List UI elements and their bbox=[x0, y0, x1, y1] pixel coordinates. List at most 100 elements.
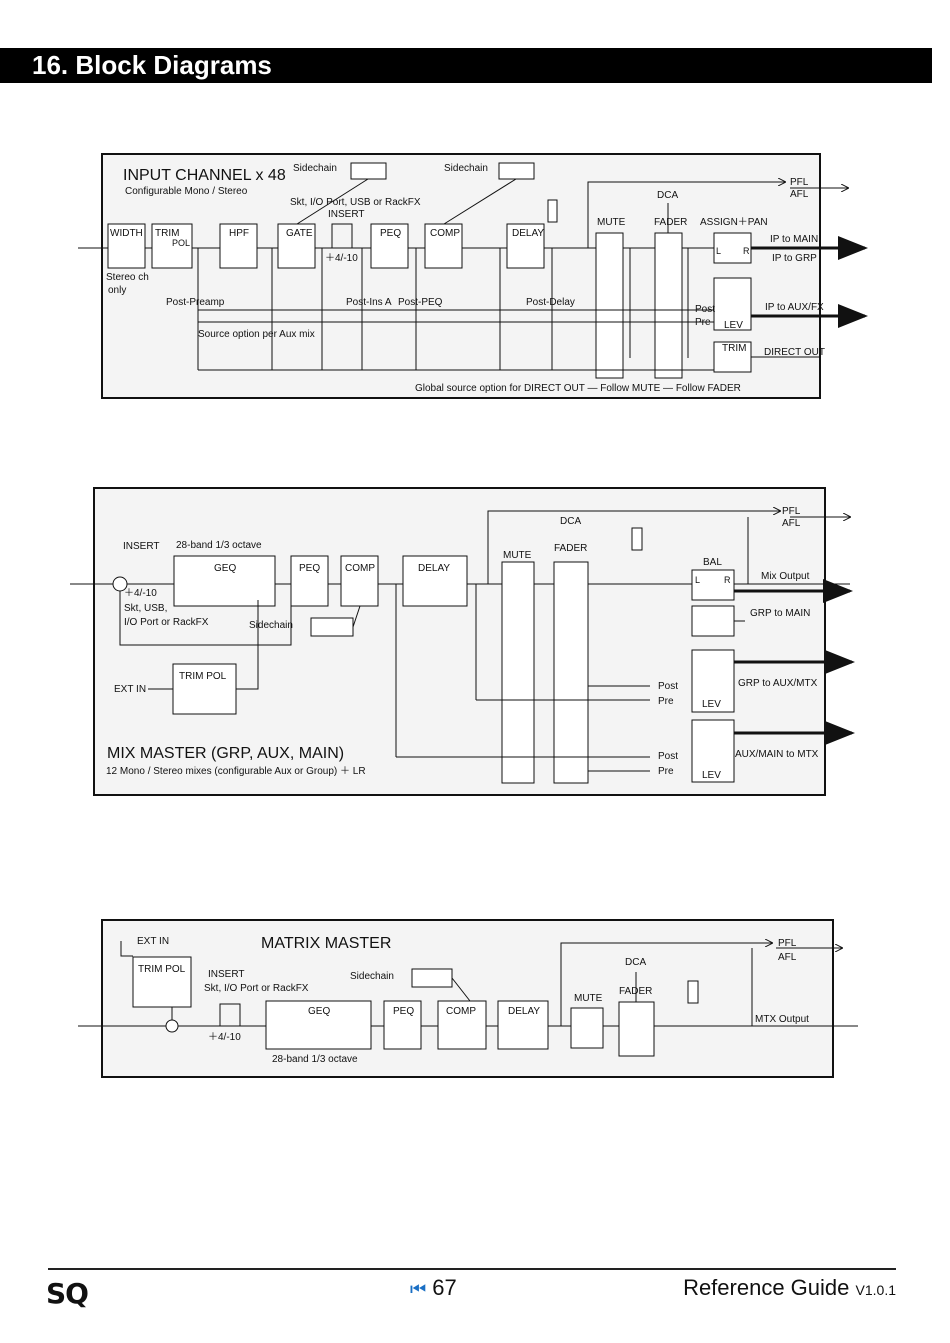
matrix-afl-label: AFL bbox=[778, 952, 797, 963]
mix-master-subtitle: 12 Mono / Stereo mixes (configurable Aux… bbox=[106, 766, 366, 777]
back-arrow-icon[interactable]: ⏮ bbox=[410, 1279, 427, 1299]
mix-dca-label: DCA bbox=[560, 516, 581, 527]
assign-pan-label: ASSIGN＋PAN bbox=[700, 217, 768, 228]
comp-label: COMP bbox=[430, 228, 460, 239]
mix-mute-strip bbox=[501, 561, 535, 784]
mix-comp-label: COMP bbox=[345, 563, 375, 574]
sidechain-box-2 bbox=[498, 162, 535, 180]
ip-to-grp-label: IP to GRP bbox=[772, 253, 817, 264]
grp-to-main-block bbox=[691, 605, 735, 637]
grp-to-main-label: GRP to MAIN bbox=[750, 608, 810, 619]
mix-pfl-label: PFL bbox=[782, 506, 801, 517]
matrix-geq-band-label: 28-band 1/3 octave bbox=[272, 1054, 358, 1065]
mix-master-title: MIX MASTER (GRP, AUX, MAIN) bbox=[107, 745, 344, 762]
matrix-pfl-label: PFL bbox=[778, 938, 797, 949]
mix-output-label: Mix Output bbox=[761, 571, 810, 582]
pan-l-label: L bbox=[716, 246, 721, 256]
delay-label: DELAY bbox=[512, 228, 544, 239]
input-channel-diagram bbox=[78, 153, 868, 399]
post-peq-label: Post-PEQ bbox=[398, 297, 443, 308]
post-label: Post bbox=[695, 304, 715, 315]
mix-lev-label-1: LEV bbox=[702, 699, 721, 710]
insert-source-label: Skt, I/O Port, USB or RackFX bbox=[290, 197, 421, 208]
pan-r-label: R bbox=[743, 246, 750, 256]
matrix-sum-node bbox=[165, 1019, 179, 1033]
aux-lev-block bbox=[713, 277, 752, 331]
mix-fader-label: FADER bbox=[554, 543, 587, 554]
width-block bbox=[107, 223, 146, 269]
matrix-insert-source-label: Skt, I/O Port or RackFX bbox=[204, 983, 309, 994]
aux-lev-label: LEV bbox=[724, 320, 743, 331]
direct-out-label: DIRECT OUT bbox=[764, 347, 825, 358]
global-source-label: Global source option for DIRECT OUT — Fo… bbox=[415, 383, 741, 394]
input-channel-title: INPUT CHANNEL x 48 bbox=[123, 167, 286, 184]
grp-aux-lev-block bbox=[691, 649, 735, 713]
stereo-ch-label: Stereo ch bbox=[106, 272, 149, 283]
matrix-trim-pol-label: TRIM POL bbox=[138, 964, 186, 975]
gate-block bbox=[277, 223, 316, 269]
mix-peq-block bbox=[290, 555, 329, 607]
input-mute-strip bbox=[595, 232, 624, 379]
matrix-fader-block bbox=[618, 1001, 655, 1057]
sq-logo: SQ bbox=[46, 1277, 89, 1310]
matrix-sidechain-label: Sidechain bbox=[350, 971, 394, 982]
source-option-label: Source option per Aux mix bbox=[198, 329, 315, 340]
mix-post-label-2: Post bbox=[658, 751, 678, 762]
mix-insert-label: INSERT bbox=[123, 541, 160, 552]
hpf-block bbox=[219, 223, 258, 269]
mix-ext-in-label: EXT IN bbox=[114, 684, 146, 695]
post-delay-label: Post-Delay bbox=[526, 297, 575, 308]
input-channel-frame bbox=[101, 153, 821, 399]
bal-label: BAL bbox=[703, 557, 722, 568]
mix-insert-source-2: I/O Port or RackFX bbox=[124, 617, 209, 628]
mix-master-labels: MIX MASTER (GRP, AUX, MAIN) 12 Mono / St… bbox=[106, 506, 819, 781]
pfl-label: PFL bbox=[790, 177, 809, 188]
insert-label: INSERT bbox=[328, 209, 365, 220]
mix-peq-label: PEQ bbox=[299, 563, 320, 574]
sidechain-label-2: Sidechain bbox=[444, 163, 488, 174]
mtx-output-label: MTX Output bbox=[755, 1014, 809, 1025]
input-meter bbox=[547, 199, 558, 223]
mix-delay-block bbox=[402, 555, 468, 607]
only-label: only bbox=[108, 285, 126, 296]
header-bar: 16. Block Diagrams bbox=[0, 48, 932, 83]
assign-pan-block bbox=[713, 232, 752, 264]
bal-l-label: L bbox=[695, 575, 700, 585]
sidechain-label-1: Sidechain bbox=[293, 163, 337, 174]
matrix-fader-label: FADER bbox=[619, 986, 652, 997]
mix-geq-label: GEQ bbox=[214, 563, 236, 574]
mix-lev-label-2: LEV bbox=[702, 770, 721, 781]
post-preamp-label: Post-Preamp bbox=[166, 297, 225, 308]
mix-geq-block bbox=[173, 555, 276, 607]
direct-out-trim-label: TRIM bbox=[722, 343, 746, 354]
matrix-dca-label: DCA bbox=[625, 957, 646, 968]
footer-page-nav: ⏮67 bbox=[410, 1275, 457, 1301]
matrix-master-title: MATRIX MASTER bbox=[261, 935, 391, 952]
mix-fader-strip bbox=[553, 561, 589, 784]
mix-meter bbox=[631, 527, 643, 551]
pol-label: POL bbox=[172, 238, 190, 248]
matrix-mute-label: MUTE bbox=[574, 993, 603, 1004]
page-title: 16. Block Diagrams bbox=[32, 50, 272, 80]
bal-r-label: R bbox=[724, 575, 731, 585]
trim-block bbox=[151, 223, 193, 269]
guide-title: Reference Guide bbox=[683, 1275, 850, 1300]
input-fader-strip bbox=[654, 232, 683, 379]
matrix-delay-label: DELAY bbox=[508, 1006, 540, 1017]
pre-label: Pre bbox=[695, 317, 711, 328]
matrix-delay-block bbox=[497, 1000, 549, 1050]
direct-out-trim-block bbox=[713, 341, 752, 373]
matrix-peq-label: PEQ bbox=[393, 1006, 414, 1017]
matrix-sidechain-box bbox=[411, 968, 453, 988]
afl-label: AFL bbox=[790, 189, 809, 200]
ip-to-main-label: IP to MAIN bbox=[770, 234, 818, 245]
matrix-comp-block bbox=[437, 1000, 487, 1050]
gate-label: GATE bbox=[286, 228, 313, 239]
matrix-geq-block bbox=[265, 1000, 372, 1050]
page-number: 67 bbox=[432, 1275, 457, 1300]
mix-sidechain-label: Sidechain bbox=[249, 620, 293, 631]
mix-mute-label: MUTE bbox=[503, 550, 532, 561]
mix-post-label-1: Post bbox=[658, 681, 678, 692]
matrix-geq-label: GEQ bbox=[308, 1006, 330, 1017]
